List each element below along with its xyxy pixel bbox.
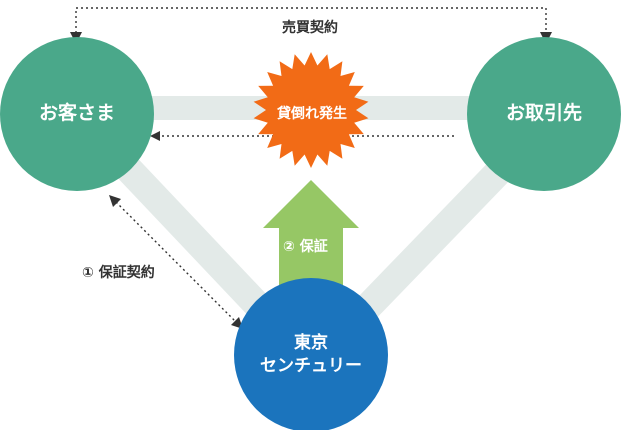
claim-arrow-head: [150, 131, 160, 141]
guarantee-label: ② 保証: [283, 239, 328, 255]
customer-circle: [0, 37, 154, 191]
band-customer-company: [109, 150, 273, 320]
company-circle: [234, 278, 388, 430]
guarantee-contract-arrow-top: [109, 195, 121, 207]
partner-circle: [467, 37, 621, 191]
guarantee-contract-line: [115, 201, 237, 323]
company-name-line1: 東京: [294, 333, 328, 354]
default-burst-shape: [253, 52, 369, 168]
sales-contract-bracket: [75, 7, 547, 38]
default-occurred-label: 貸倒れ発生: [277, 106, 347, 122]
company-name-line2: センチュリー: [260, 356, 362, 376]
customer-label: お客さま: [38, 102, 115, 125]
sales-contract-label: 売買契約: [282, 20, 338, 36]
partner-label: お取引先: [505, 102, 582, 125]
guarantee-up-arrow: [263, 180, 359, 290]
company-label: 東京 センチュリー: [234, 278, 388, 432]
band-partner-company: [354, 150, 521, 320]
guarantee-contract-label: ① 保証契約: [82, 265, 155, 281]
